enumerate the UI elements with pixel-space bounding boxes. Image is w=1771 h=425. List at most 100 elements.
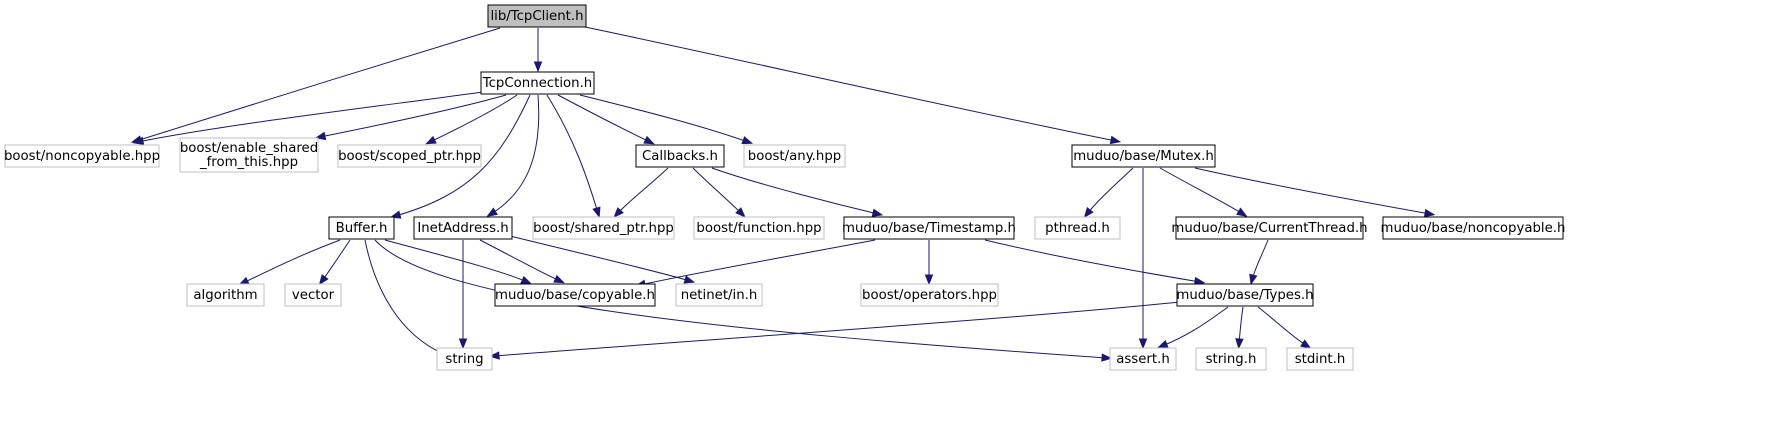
edge-arrowhead: [1101, 353, 1113, 362]
edge-line: [1257, 306, 1308, 347]
node-currentthread[interactable]: muduo/base/CurrentThread.h: [1171, 216, 1368, 240]
node-function-hpp: boost/function.hpp: [693, 216, 825, 240]
edge-arrowhead: [741, 136, 754, 145]
node-buffer[interactable]: Buffer.h: [328, 216, 395, 240]
node-label: boost/enable_shared: [180, 141, 318, 156]
node-label: muduo/base/Timestamp.h: [842, 221, 1016, 236]
edge-line: [1159, 167, 1244, 215]
edge-line: [384, 239, 528, 283]
node-box: [494, 283, 656, 307]
node-label: boost/function.hpp: [696, 221, 821, 236]
edge-arrowhead: [735, 207, 746, 218]
edge-line: [579, 94, 749, 143]
edge-line: [493, 301, 1181, 357]
edge-arrowhead: [592, 206, 601, 219]
edge-arrowhead: [533, 61, 543, 73]
edge-buffer-to-vector: [318, 239, 351, 286]
edge-line: [135, 27, 501, 142]
edge-arrowhead: [683, 275, 696, 284]
edge-line: [137, 90, 491, 143]
node-copyable[interactable]: muduo/base/copyable.h: [494, 283, 656, 307]
node-box: [337, 144, 482, 168]
edge-mutex-to-assert_h: [1138, 168, 1148, 350]
node-box: [436, 347, 493, 371]
node-box: [4, 144, 160, 168]
node-inetaddress[interactable]: InetAddress.h: [413, 216, 513, 240]
node-stdint-h: stdint.h: [1286, 347, 1354, 371]
node-types[interactable]: muduo/base/Types.h: [1176, 283, 1314, 307]
edge-arrowhead: [553, 274, 565, 284]
edge-arrowhead: [1138, 338, 1148, 350]
node-box: [843, 216, 1015, 240]
edge-buffer-to-string: [364, 239, 449, 357]
edge-tcpconnection-to-scoped_ptr: [425, 94, 518, 145]
edge-line: [711, 167, 879, 215]
edge-tcpconnection-to-inetaddress: [486, 94, 540, 217]
node-label: string.h: [1206, 352, 1257, 367]
node-box: [675, 283, 763, 307]
node-box: [635, 144, 725, 168]
node-vector: vector: [284, 283, 342, 307]
edge-line: [429, 94, 518, 143]
node-label: lib/TcpClient.h: [490, 9, 583, 24]
node-callbacks[interactable]: Callbacks.h: [635, 144, 725, 168]
node-label: muduo/base/copyable.h: [495, 288, 655, 303]
edge-arrowhead: [1083, 207, 1094, 219]
node-label: _from_this.hpp: [199, 155, 298, 170]
edge-line: [479, 239, 561, 282]
edge-line: [639, 239, 876, 286]
node-string-h: string.h: [1195, 347, 1267, 371]
edge-line: [1251, 239, 1269, 281]
edge-tcpclient-to-mutex: [584, 26, 1122, 145]
edge-arrowhead: [1300, 339, 1312, 349]
edge-line: [242, 239, 341, 284]
edge-arrowhead: [643, 135, 655, 145]
edge-tcpclient-to-tcpconnection: [533, 28, 543, 73]
node-label: boost/shared_ptr.hpp: [533, 221, 674, 236]
edge-line: [1086, 167, 1134, 215]
edge-line: [394, 94, 531, 217]
node-timestamp[interactable]: muduo/base/Timestamp.h: [842, 216, 1016, 240]
edge-arrowhead: [318, 274, 329, 286]
node-box: [1286, 347, 1354, 371]
node-layer: lib/TcpClient.hTcpConnection.hboost/nonc…: [4, 4, 1566, 371]
edge-arrowhead: [1235, 338, 1244, 350]
node-mutex[interactable]: muduo/base/Mutex.h: [1071, 144, 1216, 168]
edge-arrowhead: [389, 210, 402, 219]
edge-tcpconnection-to-any_hpp: [579, 94, 754, 145]
edge-arrowhead: [1157, 340, 1169, 349]
edge-line: [509, 235, 691, 282]
node-label: TcpConnection.h: [482, 76, 593, 91]
node-box: [413, 216, 513, 240]
node-tcpconnection[interactable]: TcpConnection.h: [480, 71, 595, 95]
node-box: [1175, 216, 1364, 240]
node-label: Buffer.h: [336, 221, 388, 236]
edge-line: [319, 94, 507, 138]
node-label: algorithm: [193, 288, 257, 303]
edge-tcpclient-to-noncopyable_hpp: [130, 27, 501, 144]
edge-line: [1238, 306, 1244, 345]
edge-types-to-string_h: [1235, 306, 1244, 350]
node-label: InetAddress.h: [417, 221, 508, 236]
edge-line: [1161, 306, 1229, 347]
edge-inetaddress-to-copyable: [479, 239, 565, 284]
node-label: pthread.h: [1045, 221, 1110, 236]
edge-callbacks-to-shared_ptr: [613, 167, 669, 218]
node-label: muduo/base/CurrentThread.h: [1171, 221, 1367, 236]
node-label: stdint.h: [1295, 352, 1346, 367]
node-box: [532, 216, 675, 240]
node-label: vector: [292, 288, 335, 303]
node-label: muduo/base/noncopyable.h: [1381, 221, 1566, 236]
node-base-noncopyable[interactable]: muduo/base/noncopyable.h: [1381, 216, 1566, 240]
edge-arrowhead: [1109, 135, 1122, 145]
edge-line: [616, 167, 669, 215]
node-any-hpp: boost/any.hpp: [743, 144, 846, 168]
node-assert-h: assert.h: [1109, 347, 1177, 371]
edge-callbacks-to-function_hpp: [692, 167, 746, 218]
edge-arrowhead: [425, 135, 437, 145]
node-tcpclient[interactable]: lib/TcpClient.h: [487, 4, 587, 28]
node-label: netinet/in.h: [681, 288, 758, 303]
node-label: assert.h: [1116, 352, 1170, 367]
edge-types-to-stdint_h: [1257, 306, 1312, 349]
